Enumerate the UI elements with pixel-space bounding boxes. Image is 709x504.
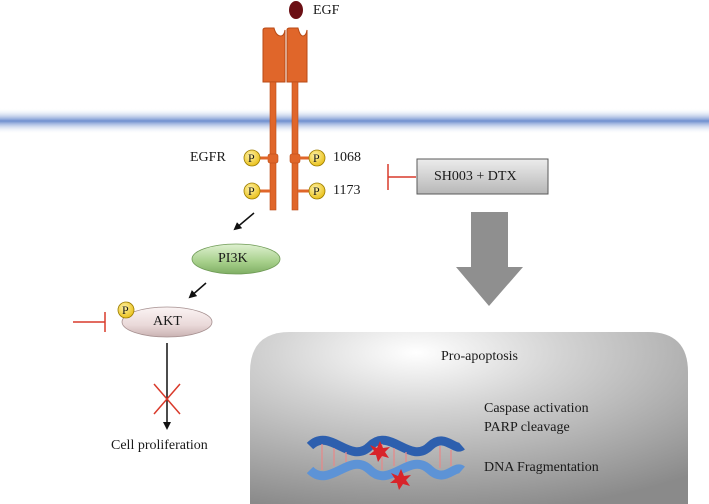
- phospho-badge-left-1173: [243, 182, 261, 200]
- site-1173-label: 1173: [333, 183, 361, 198]
- egfr-receptor: [258, 27, 310, 211]
- egfr-to-pi3k-arrow: [233, 212, 255, 231]
- parp-cleavage-label: PARP cleavage: [484, 420, 570, 435]
- phospho-badge-right-1173: [308, 182, 326, 200]
- dna-helix-icon: [306, 435, 465, 490]
- treatment-label: SH003 + DTX: [434, 169, 517, 184]
- phospho-label-right-1068: P: [313, 151, 320, 165]
- phospho-label-right-1173: P: [313, 184, 320, 198]
- egf-label: EGF: [313, 3, 340, 18]
- phospho-badge-left-1068: [243, 149, 261, 167]
- pi3k-node: [191, 243, 281, 275]
- cell-membrane: [0, 108, 709, 134]
- blocked-cross-mark: [153, 383, 181, 415]
- akt-inhibition-mark: [73, 312, 106, 332]
- phospho-label-left-1068: P: [248, 151, 255, 165]
- apoptosis-title: Pro-apoptosis: [441, 349, 518, 364]
- cell-proliferation-label: Cell proliferation: [111, 438, 208, 453]
- treatment-box: [416, 158, 549, 195]
- egfr-label: EGFR: [190, 150, 226, 165]
- akt-phospho-label: P: [122, 303, 129, 317]
- akt-label: AKT: [153, 314, 182, 329]
- akt-node: [121, 306, 213, 338]
- site-1068-label: 1068: [333, 150, 361, 165]
- pi3k-label: PI3K: [218, 251, 248, 266]
- caspase-activation-label: Caspase activation: [484, 401, 589, 416]
- akt-phospho-badge: [117, 301, 135, 319]
- phospho-badge-right-1068: [308, 149, 326, 167]
- big-down-arrow: [456, 212, 523, 306]
- dna-fragmentation-label: DNA Fragmentation: [484, 460, 599, 475]
- phospho-label-left-1173: P: [248, 184, 255, 198]
- pi3k-to-akt-arrow: [188, 282, 207, 299]
- egf-ligand: [289, 1, 303, 19]
- treatment-inhibition-mark: [387, 164, 416, 190]
